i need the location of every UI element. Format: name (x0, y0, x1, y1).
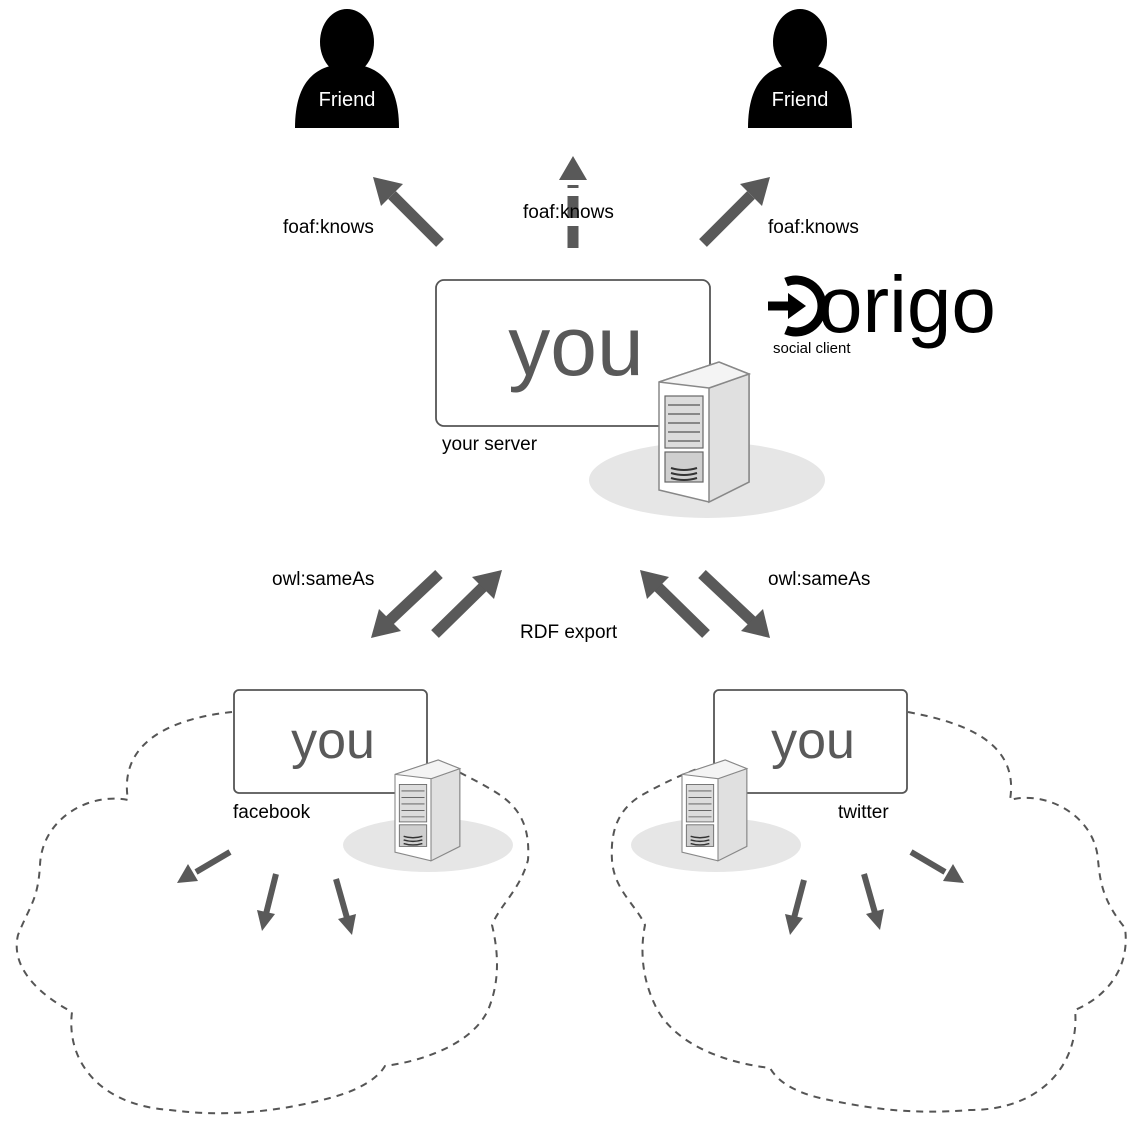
label-rdf-export: RDF export (520, 622, 618, 643)
twitter-outlink-2 (861, 873, 884, 930)
login-icon (768, 275, 827, 337)
facebook-outlink-2 (257, 873, 279, 931)
arrow-knows-left (373, 177, 444, 247)
main-identity-text: you (508, 299, 643, 393)
main-node: you your server (435, 279, 825, 518)
twitter-identity-box (713, 689, 908, 794)
facebook-network: you facebook (15, 689, 530, 1115)
label-foaf-knows-center: foaf:knows (523, 202, 614, 223)
friend-left: Friend (295, 9, 399, 128)
logo-wordmark: origo (818, 260, 996, 349)
main-server-caption: your server (442, 434, 538, 455)
label-foaf-knows-left: foaf:knows (283, 217, 374, 238)
server-icon (394, 759, 461, 862)
label-owl-sameas-left: owl:sameAs (272, 569, 374, 590)
friend-label: Friend (772, 89, 829, 111)
facebook-identity-box (233, 689, 428, 794)
arrow-sameas-right-down (698, 569, 770, 638)
main-identity-box (435, 279, 711, 427)
twitter-outlink-1 (785, 879, 807, 935)
twitter-outlink-3 (909, 849, 964, 883)
arrow-knows-right (699, 177, 770, 247)
twitter-network: you twitter (610, 689, 1127, 1113)
facebook-outlink-3 (333, 878, 356, 935)
label-foaf-knows-right: foaf:knows (768, 217, 859, 238)
server-icon (658, 361, 750, 503)
logo-tagline: social client (773, 340, 851, 357)
arrow-export-left-up (431, 570, 502, 638)
friend-right: Friend (748, 9, 852, 128)
arrow-knows-center (559, 156, 587, 248)
twitter-caption: twitter (838, 802, 889, 823)
label-owl-sameas-right: owl:sameAs (768, 569, 870, 590)
friend-label: Friend (319, 89, 376, 111)
facebook-identity-text: you (291, 712, 375, 770)
server-icon (681, 759, 748, 862)
facebook-caption: facebook (233, 802, 311, 823)
arrow-export-right-up (640, 570, 710, 638)
twitter-identity-text: you (771, 712, 855, 770)
facebook-outlink-1 (177, 849, 232, 883)
arrow-sameas-left-down (371, 569, 443, 638)
origo-logo: origo social client (768, 260, 996, 357)
